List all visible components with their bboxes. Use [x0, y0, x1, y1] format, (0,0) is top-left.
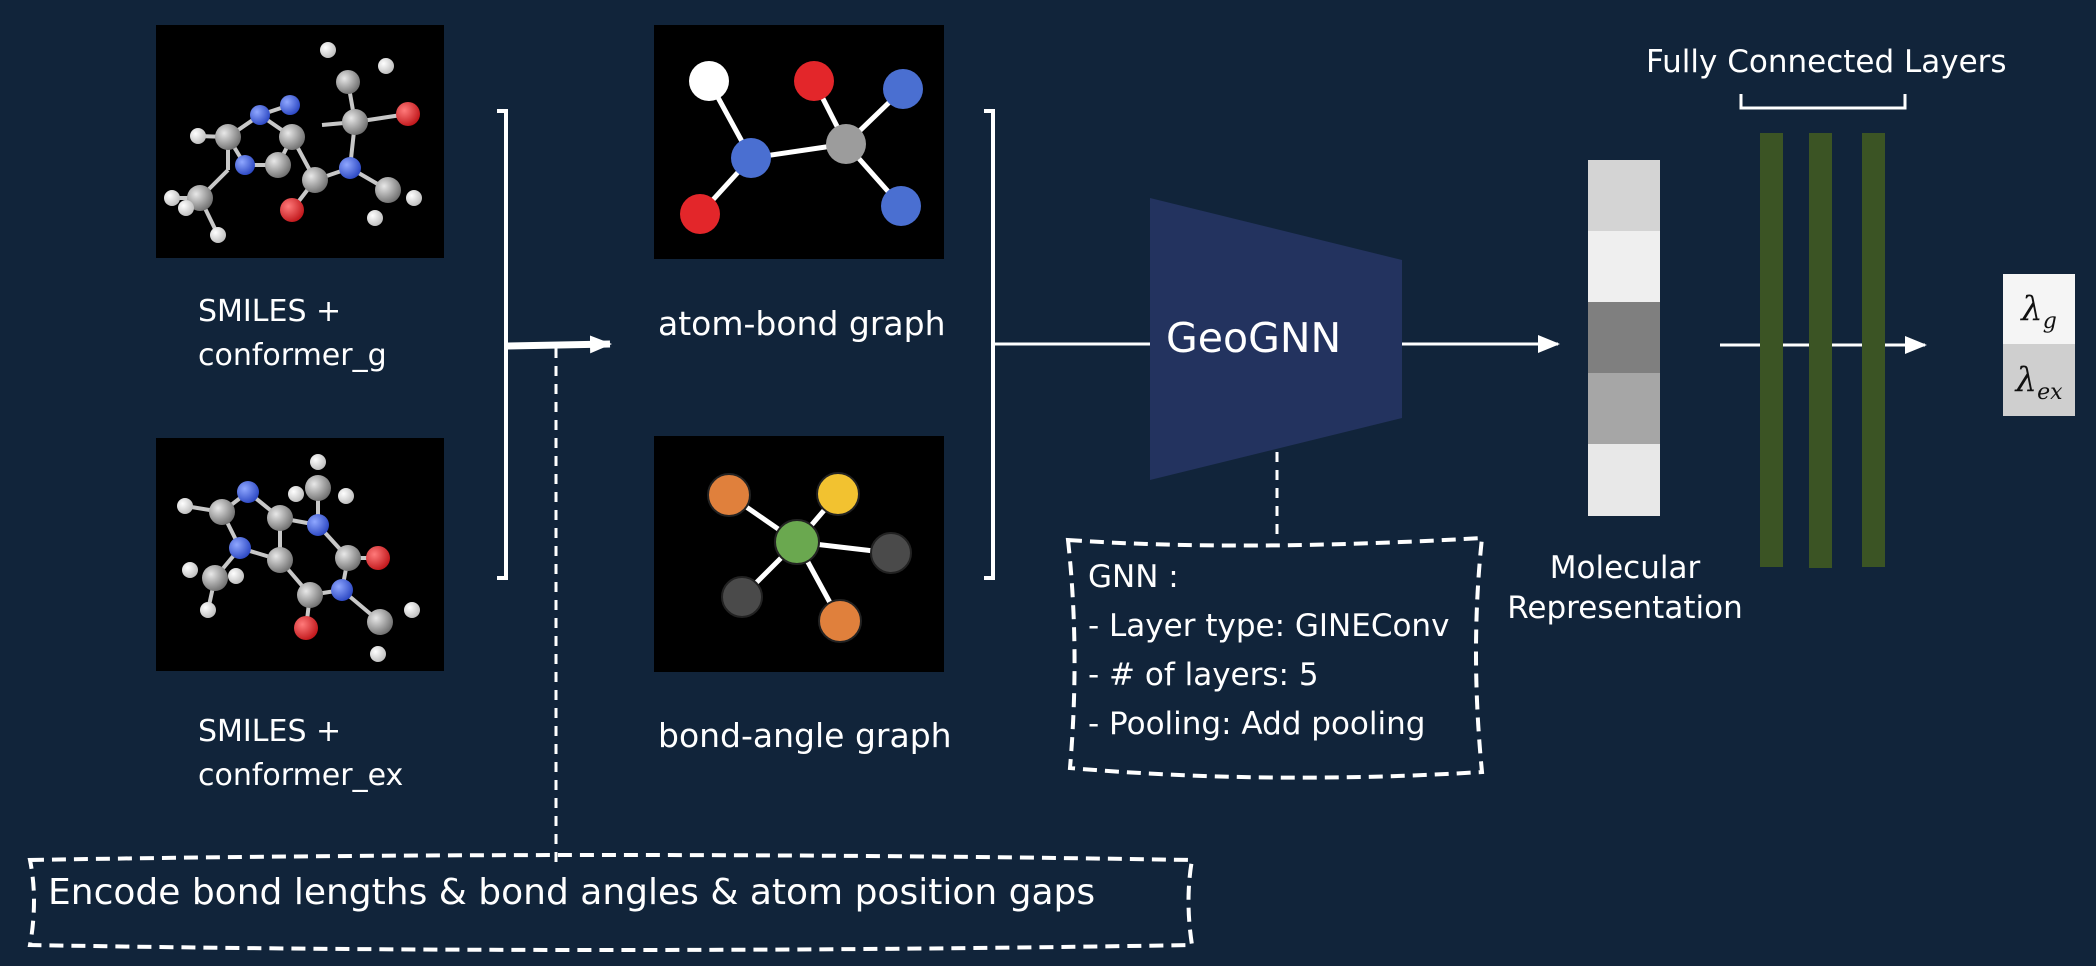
atom-bond-graph — [698, 79, 905, 216]
molecular-representation-label: Molecular Representation — [1505, 548, 1745, 628]
representation-line2: Representation — [1507, 590, 1743, 626]
encode-note: Encode bond lengths & bond angles & atom… — [48, 872, 1096, 913]
molecule-3d-ex-atoms — [177, 454, 420, 662]
gnn-details-box — [1065, 535, 1485, 780]
geognn-title: GeoGNN — [1166, 314, 1342, 362]
gnn-layer-type: - Layer type: GINEConv — [1088, 608, 1450, 644]
output-lambda-g: λg — [2003, 274, 2075, 344]
output-lambda-ex: λex — [2003, 344, 2075, 416]
atom-bond-nodes — [680, 61, 923, 234]
gnn-pooling: - Pooling: Add pooling — [1088, 706, 1426, 742]
bond-angle-graph-label: bond-angle graph — [658, 716, 952, 755]
input-ex-line2: conformer_ex — [198, 758, 404, 793]
representation-cell — [1588, 373, 1660, 444]
graph-bracket — [984, 109, 995, 580]
gnn-num-layers: - # of layers: 5 — [1088, 657, 1319, 693]
fc-bracket — [1739, 94, 1907, 110]
representation-cell — [1588, 302, 1660, 373]
input-g-line2: conformer_g — [198, 338, 387, 373]
fc-layer-2 — [1809, 133, 1832, 568]
gnn-details: GNN : - Layer type: GINEConv - # of laye… — [1088, 553, 1449, 749]
lambda-g-subscript: g — [2042, 308, 2057, 334]
representation-cell — [1588, 160, 1660, 231]
input-arrow — [505, 335, 612, 354]
geognn-block — [1150, 198, 1402, 480]
input-g-label: SMILES + conformer_g — [198, 290, 387, 378]
input-ex-label: SMILES + conformer_ex — [198, 710, 403, 798]
lambda-g-symbol: λ — [2021, 289, 2043, 329]
atom-bond-graph-label: atom-bond graph — [658, 304, 946, 343]
molecular-representation-bar — [1588, 160, 1660, 516]
input-ex-line1: SMILES + — [198, 714, 342, 749]
input-bracket — [497, 109, 508, 580]
input-g-line1: SMILES + — [198, 294, 342, 329]
representation-line1: Molecular — [1549, 550, 1701, 586]
gnn-details-heading: GNN : — [1088, 559, 1179, 595]
representation-cell — [1588, 444, 1660, 516]
fc-layer-1 — [1760, 133, 1783, 567]
molecule-3d-g-atoms — [164, 42, 422, 243]
lambda-ex-symbol: λ — [2015, 360, 2038, 400]
lambda-ex-subscript: ex — [2037, 379, 2063, 405]
encode-note-box — [27, 853, 1195, 952]
fc-layer-3 — [1862, 133, 1885, 567]
fc-title: Fully Connected Layers — [1646, 44, 2007, 80]
bond-angle-nodes — [707, 472, 912, 643]
representation-cell — [1588, 231, 1660, 302]
